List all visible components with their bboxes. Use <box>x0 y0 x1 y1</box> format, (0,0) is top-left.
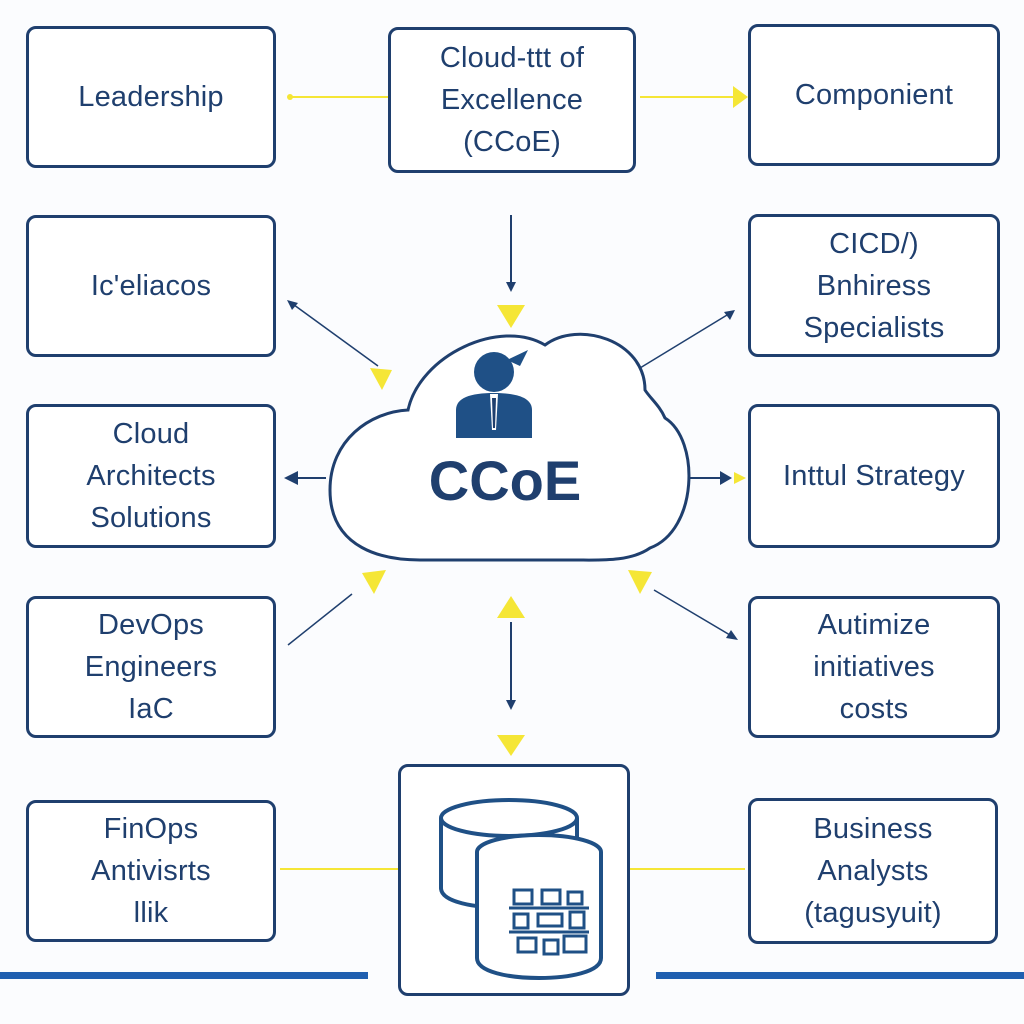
box-devops: DevOps Engineers IaC <box>26 596 276 738</box>
box-text: Specialists <box>803 311 945 344</box>
box-specialists: CICD/) Bnhiress Specialists <box>748 214 1000 357</box>
connector-cloud-to-db <box>497 596 525 756</box>
box-text: costs <box>839 693 909 725</box>
box-optimize: Autimize initiatives costs <box>748 596 1000 738</box>
box-text: Autimize <box>817 609 931 641</box>
connector-r4-left <box>287 570 386 646</box>
box-ccoe-title: Cloud-ttt of Excellence (CCoE) <box>388 27 636 173</box>
box-text: Business <box>813 813 933 845</box>
box-text: FinOps <box>103 813 199 845</box>
box-component: Componient <box>748 24 1000 166</box>
box-text: Inttul Strategy <box>783 460 965 492</box>
connector-r4-right <box>628 570 738 640</box>
box-finops: FinOps Antivisrts llik <box>26 800 276 942</box>
box-business-analysts: Business Analysts (tagusyuit) <box>748 798 998 944</box>
box-text: llik <box>133 897 169 929</box>
box-text: DevOps <box>98 609 204 641</box>
connector-ccoe-component <box>640 86 748 108</box>
connector-leadership-ccoe <box>287 94 388 100</box>
person-icon <box>456 350 532 438</box>
connector-r3-left <box>284 471 326 485</box>
box-text: CICD/) <box>829 227 919 260</box>
database-icon <box>439 798 603 980</box>
ccoe-cloud <box>328 332 691 562</box>
box-text: IaC <box>128 693 174 725</box>
box-database <box>398 764 630 996</box>
box-r2-left: Ic'eliacos <box>26 215 276 357</box>
box-text: (tagusyuit) <box>804 897 942 929</box>
box-text: initiatives <box>813 651 935 683</box>
box-text: Bnhiress <box>816 269 932 302</box>
box-text: Leadership <box>78 81 224 113</box>
box-text: Solutions <box>90 502 212 534</box>
box-text: Cloud-ttt of <box>439 42 585 74</box>
bottom-bar-right <box>656 972 1024 979</box>
connector-r2-left <box>287 300 392 390</box>
box-text: Antivisrts <box>91 855 211 887</box>
box-text: Analysts <box>817 855 929 887</box>
box-text: (CCoE) <box>463 126 561 158</box>
ccoe-label: CCoE <box>428 449 582 512</box>
connector-top-to-cloud <box>497 215 525 328</box>
box-text: Engineers <box>84 651 218 683</box>
box-strategy: Inttul Strategy <box>748 404 1000 548</box>
box-leadership: Leadership <box>26 26 276 168</box>
box-cloud-architects: Cloud Architects Solutions <box>26 404 276 548</box>
box-text: Componient <box>794 79 954 111</box>
box-text: Architects <box>86 460 216 492</box>
box-text: Cloud <box>112 418 190 450</box>
bottom-bar-left <box>0 972 368 979</box>
box-text: Ic'eliacos <box>90 270 212 302</box>
box-text: Excellence <box>440 84 584 116</box>
